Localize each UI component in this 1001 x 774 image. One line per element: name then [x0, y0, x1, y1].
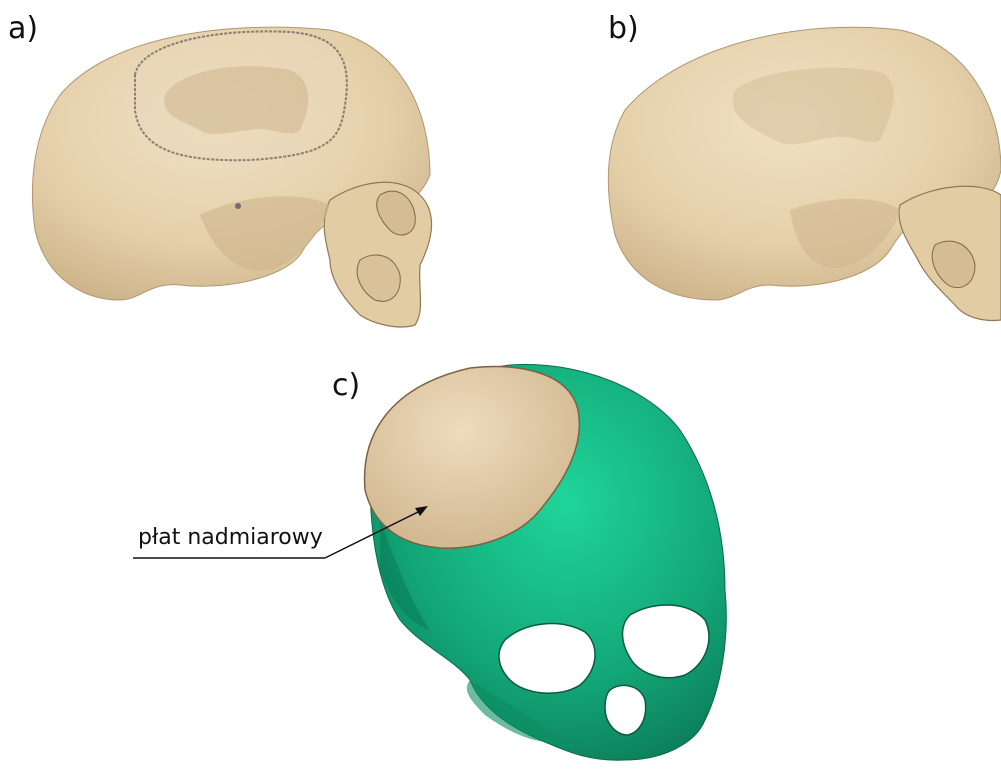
panel-a-label: a): [8, 11, 38, 46]
callout-label: płat nadmiarowy: [138, 525, 323, 550]
skull-model-c: [365, 364, 727, 760]
panel-c-label: c): [332, 368, 360, 403]
panel-b: b): [608, 11, 1001, 320]
panel-c: c) płat nadmiarowy: [133, 364, 726, 760]
skull-model-b: [608, 27, 1001, 320]
skull-model-a: [32, 27, 431, 327]
panel-b-label: b): [608, 11, 639, 46]
panel-a: a): [8, 11, 432, 327]
